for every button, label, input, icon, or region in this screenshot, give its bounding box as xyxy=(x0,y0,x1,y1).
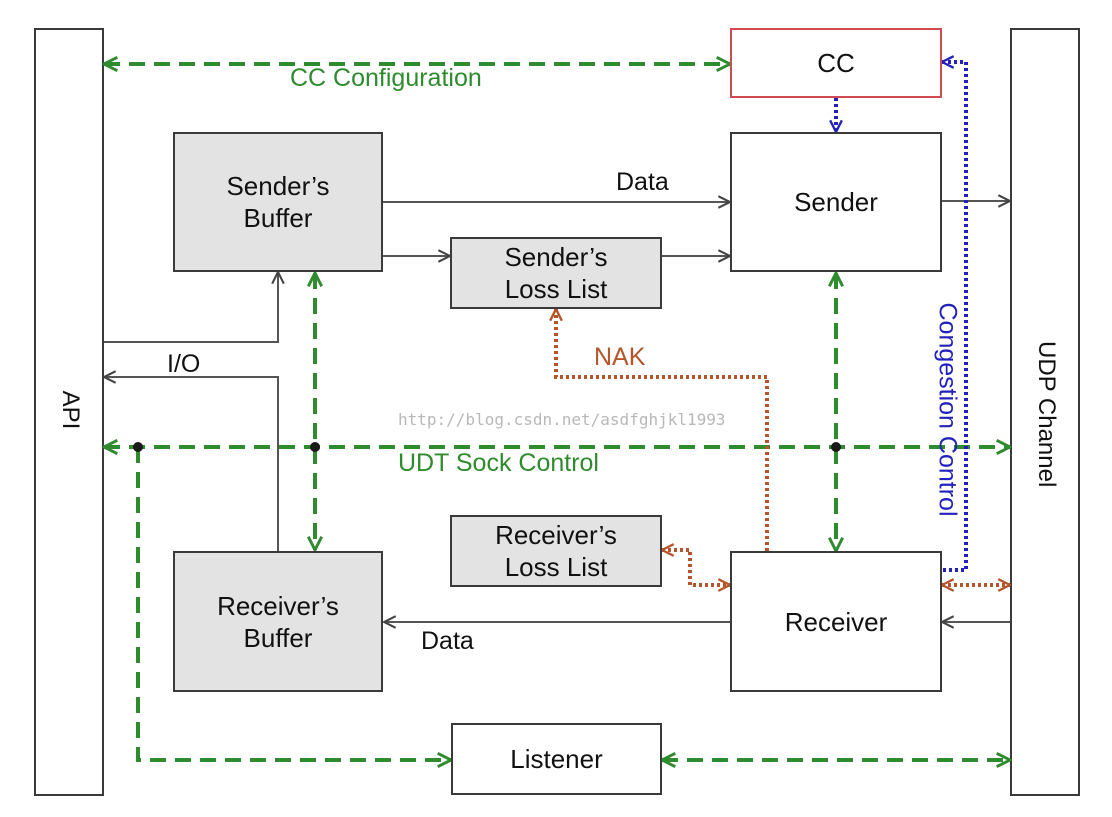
senders-buffer-line2: Buffer xyxy=(243,203,313,233)
api-bar xyxy=(34,28,104,796)
receiver-box: Receiver xyxy=(730,551,942,692)
receivers-loss-list-box: Receiver’s Loss List xyxy=(450,515,662,587)
receivers-buffer-line1: Receiver’s xyxy=(217,590,339,621)
sender-label: Sender xyxy=(794,187,878,217)
junction-dot xyxy=(133,442,143,452)
senders-buffer-line1: Sender’s xyxy=(226,171,330,201)
data-bottom-label: Data xyxy=(421,627,474,655)
congestion-control-label: Congestion Control xyxy=(933,302,962,517)
cc-box: CC xyxy=(730,28,942,98)
receiver-losslist-line xyxy=(662,550,730,585)
udt-sock-control-label: UDT Sock Control xyxy=(398,449,599,477)
io-line-api-to-sbuf xyxy=(104,272,278,343)
junction-dot xyxy=(310,442,320,452)
listener-box: Listener xyxy=(451,723,662,795)
receivers-loss-list-line2: Loss List xyxy=(504,552,608,582)
api-to-listener-line xyxy=(136,447,451,760)
nak-line xyxy=(556,309,769,551)
receivers-buffer-line2: Buffer xyxy=(243,622,313,653)
senders-loss-list-line2: Loss List xyxy=(504,274,608,304)
junction-dot xyxy=(831,442,841,452)
receivers-loss-list-line1: Receiver’s xyxy=(495,520,617,550)
udp-channel-bar xyxy=(1010,28,1080,796)
cc-configuration-label: CC Configuration xyxy=(290,64,482,92)
senders-loss-list-box: Sender’s Loss List xyxy=(450,237,662,309)
cc-label: CC xyxy=(817,48,855,78)
watermark: http://blog.csdn.net/asdfghjkl1993 xyxy=(398,410,726,429)
nak-label: NAK xyxy=(594,343,646,371)
io-label: I/O xyxy=(167,350,201,378)
listener-label: Listener xyxy=(510,744,603,774)
senders-buffer-box: Sender’s Buffer xyxy=(173,132,383,272)
data-top-label: Data xyxy=(616,168,669,196)
receiver-label: Receiver xyxy=(784,606,888,637)
senders-loss-list-line1: Sender’s xyxy=(504,242,608,272)
congestion-control-line xyxy=(942,62,968,572)
io-line-rbuf-to-api xyxy=(104,377,279,551)
receivers-buffer-box: Receiver’s Buffer xyxy=(173,551,383,692)
sender-box: Sender xyxy=(730,132,942,272)
